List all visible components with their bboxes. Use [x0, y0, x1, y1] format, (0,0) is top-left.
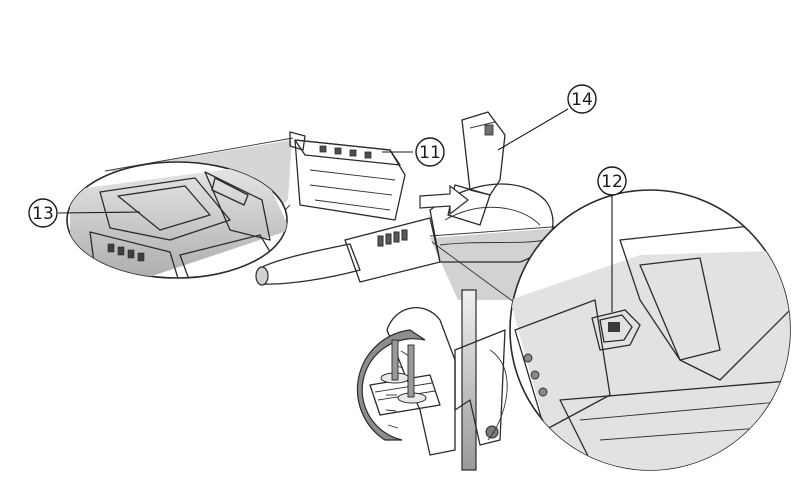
vent-slots [377, 229, 408, 247]
callout-12-label: 12 [601, 172, 623, 192]
leader-lines [57, 108, 613, 312]
callout-13-label: 13 [32, 204, 54, 224]
callout-11-label: 11 [419, 143, 441, 163]
callout-12: 12 [597, 166, 627, 196]
callout-11: 11 [415, 137, 445, 167]
detail-bubble-left [66, 161, 288, 279]
battery-latch [591, 309, 641, 351]
insert-arrow [419, 184, 469, 216]
vise-stand [356, 289, 508, 471]
detail-bubble-right [509, 189, 791, 471]
callout-14: 14 [567, 84, 597, 114]
callout-14-label: 14 [571, 90, 593, 110]
callout-13: 13 [28, 198, 58, 228]
battery-pack [289, 131, 406, 221]
